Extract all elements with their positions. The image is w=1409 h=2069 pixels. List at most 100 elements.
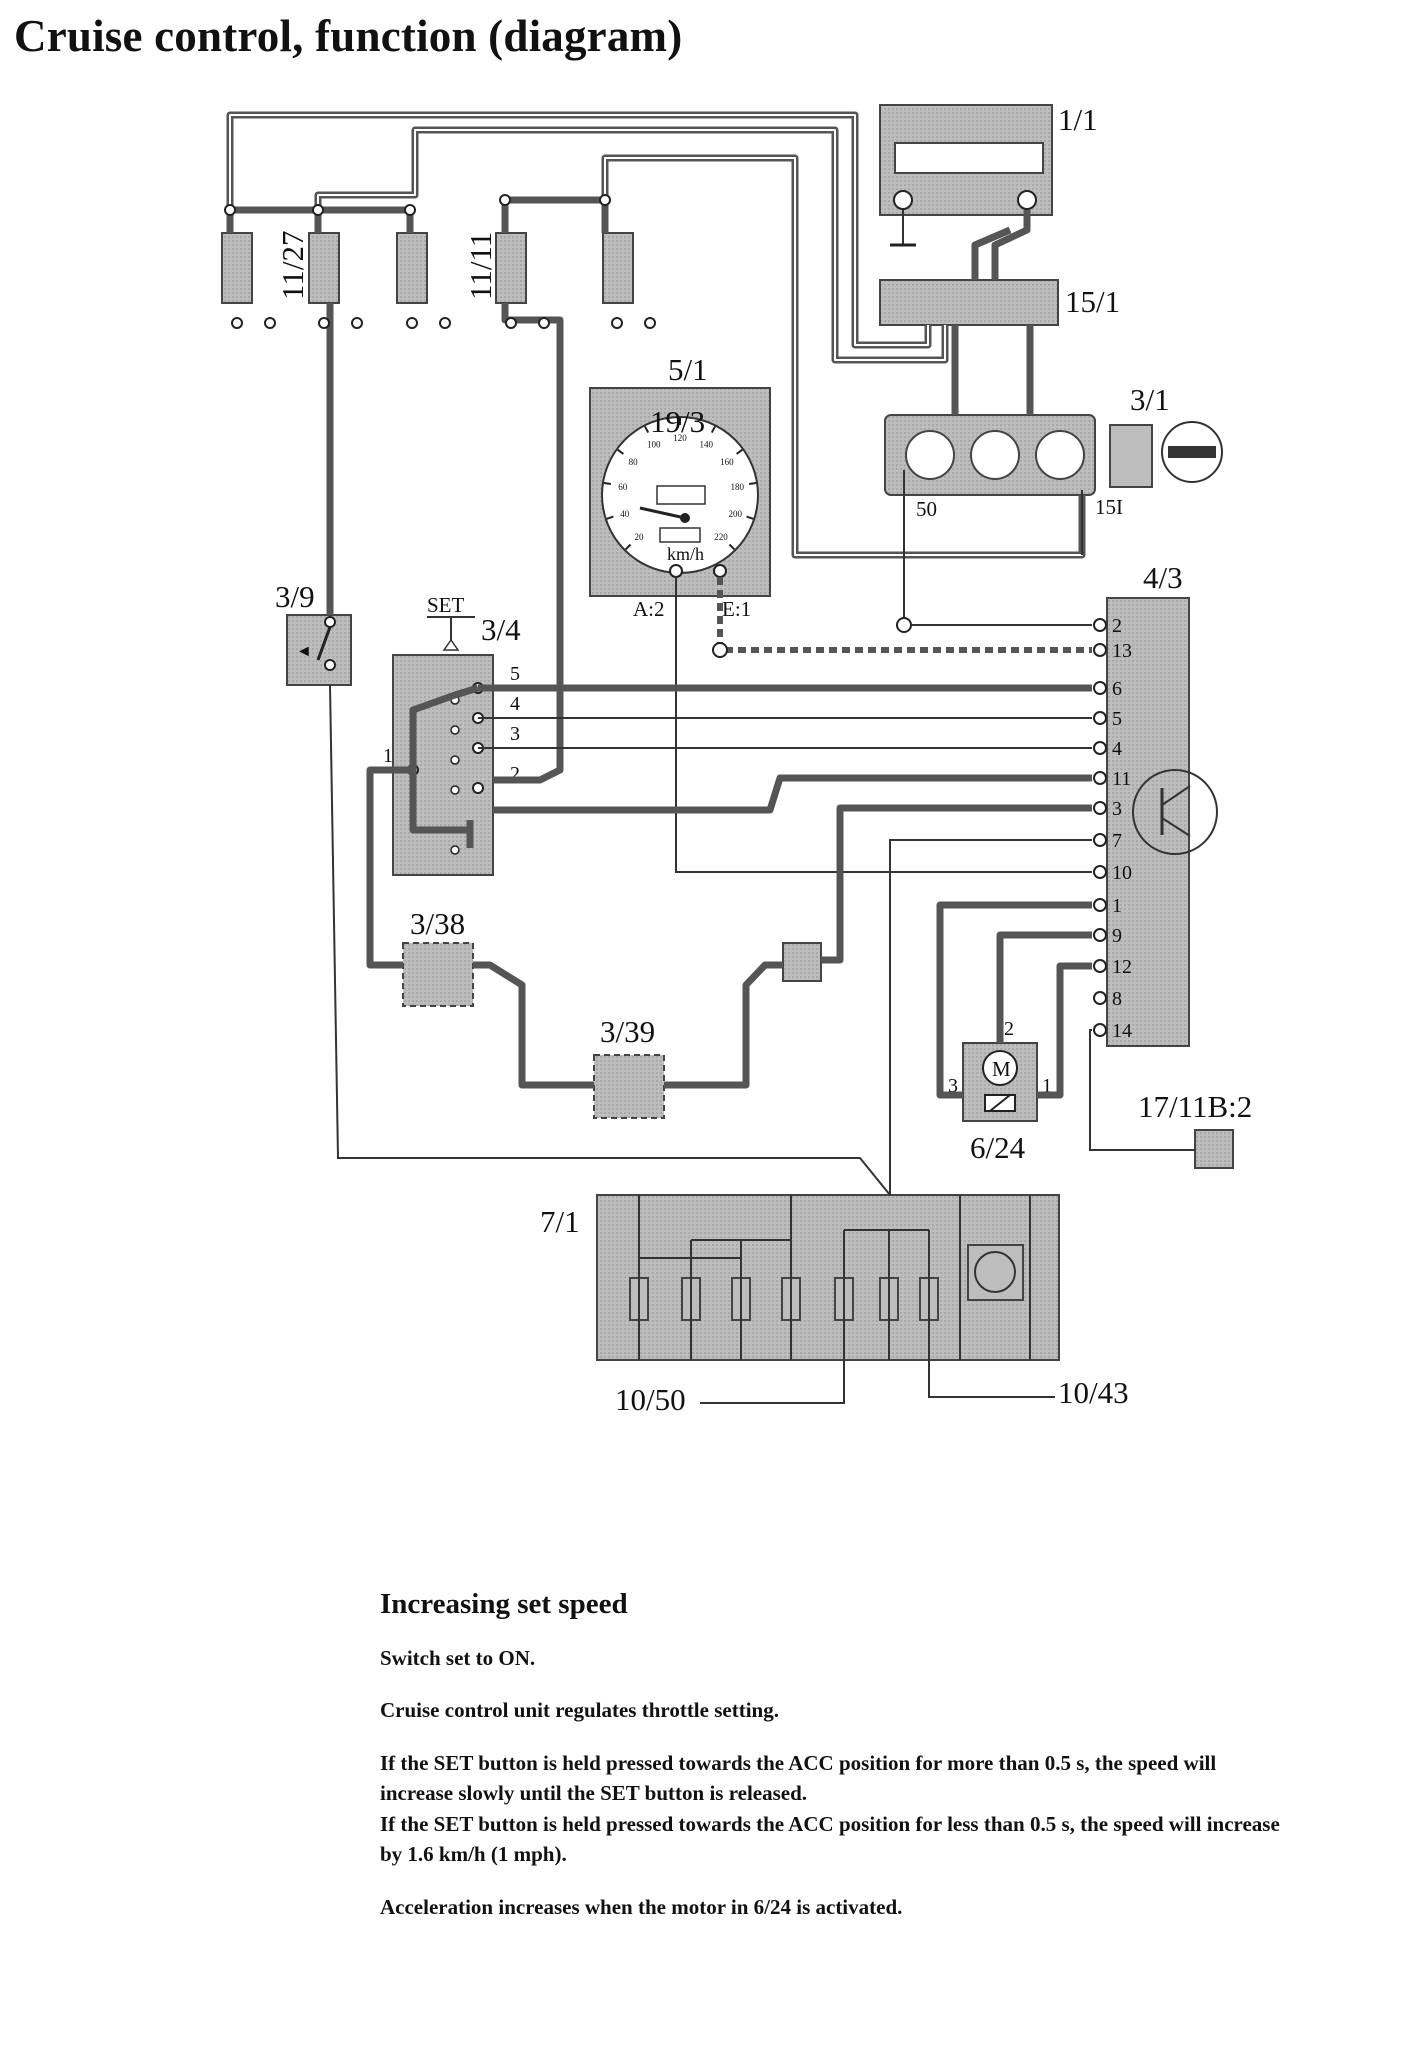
switch-pin-label: 3: [510, 723, 520, 745]
switch-pin-label: 2: [510, 763, 520, 785]
connector-e1-label: E:1: [722, 597, 751, 621]
ecu-pin-label: 5: [1112, 708, 1122, 730]
speedo-tick: [606, 515, 614, 520]
connector-17-11b: [1194, 1129, 1234, 1169]
speedo-tick: [624, 543, 632, 551]
switch-pin-label: 4: [510, 693, 520, 715]
ecu-pin-terminal: [1093, 681, 1107, 695]
speedo-tick: [603, 482, 612, 485]
label-19-3: 19/3: [650, 404, 705, 439]
description-p4: If the SET button is held pressed toward…: [380, 1811, 1280, 1867]
label-5-1: 5/1: [668, 352, 708, 387]
speedo-tick-label: 100: [647, 439, 661, 449]
label-10-43: 10/43: [1058, 1375, 1129, 1410]
battery-1-1: [879, 104, 1053, 247]
label-17-11b: 17/11B:2: [1138, 1089, 1252, 1124]
ecu-pin-terminal: [1093, 711, 1107, 725]
ecu-pin-terminal: [1093, 991, 1107, 1005]
speedo-tick-label: 140: [700, 439, 714, 449]
ecu-pin-terminal: [1093, 833, 1107, 847]
speedo-tick-label: 80: [629, 457, 639, 467]
ecu-pin-terminal: [1093, 771, 1107, 785]
junction-dots: [224, 194, 912, 658]
fuse-row: [221, 232, 634, 304]
control-unit-4-3: [1106, 597, 1218, 1047]
ecu-pin-terminal: [1093, 618, 1107, 632]
page-title: Cruise control, function (diagram): [14, 11, 683, 61]
label-3-39: 3/39: [600, 1014, 655, 1049]
speedo-tick-label: 180: [731, 482, 745, 492]
description-p3: If the SET button is held pressed toward…: [380, 1750, 1217, 1806]
ecu-pin-label: 11: [1112, 768, 1131, 790]
label-3-1: 3/1: [1130, 382, 1170, 417]
description-p1: Switch set to ON.: [380, 1646, 536, 1670]
label-11-27: 11/27: [275, 231, 310, 300]
fuse-box-15-1: [879, 279, 1059, 326]
ecu-pin-label: 9: [1112, 925, 1122, 947]
switch-pin-label: 5: [510, 663, 520, 685]
label-3-9: 3/9: [275, 579, 315, 614]
wiring-diagram: 1/1 15/1 3/1 50 15I 11/27 11/11 20406080…: [221, 102, 1252, 1417]
motor-pin-label: 3: [948, 1075, 958, 1097]
fuse-terminals: [231, 317, 656, 329]
label-11-11: 11/11: [463, 232, 498, 300]
speedo-tick-label: 200: [728, 509, 742, 519]
ecu-pin-label: 3: [1112, 798, 1122, 820]
motor-pin-label: 1: [1042, 1075, 1052, 1097]
unit-7-1: [596, 1194, 1060, 1361]
kmh-label: km/h: [667, 544, 704, 564]
speedo-tick-label: 40: [620, 509, 630, 519]
speedo-tick-label: 20: [635, 532, 645, 542]
label-15-1: 15/1: [1065, 284, 1120, 319]
label-10-50: 10/50: [615, 1382, 686, 1417]
switch-contact: [450, 785, 460, 795]
switch-contact: [450, 845, 460, 855]
ecu-pin-label: 6: [1112, 678, 1122, 700]
switch-contact: [450, 725, 460, 735]
motor-pins: 2 3 1: [948, 1018, 1052, 1097]
ecu-pin-label: 2: [1112, 615, 1122, 637]
ecu-pin-terminal: [1093, 928, 1107, 942]
label-7-1: 7/1: [540, 1204, 580, 1239]
terminal-50-label: 50: [916, 497, 937, 521]
brake-switch-3-9: ◄: [286, 614, 352, 686]
label-4-3: 4/3: [1143, 560, 1183, 595]
ecu-pin-terminal: [1093, 643, 1107, 657]
ecu-pin-label: 12: [1112, 956, 1132, 978]
label-3-4: 3/4: [481, 612, 521, 647]
speedo-tick-label: 120: [673, 433, 687, 443]
svg-text:◄: ◄: [296, 643, 312, 660]
speedo-tick: [617, 448, 624, 455]
motor-pin-label: 2: [1004, 1018, 1014, 1040]
speedo-tick-label: 60: [618, 482, 628, 492]
description-p2: Cruise control unit regulates throttle s…: [380, 1698, 779, 1723]
ecu-pin-terminal: [1093, 865, 1107, 879]
ecu-pin-terminal: [1093, 1023, 1107, 1037]
speedo-tick: [644, 425, 650, 434]
description-heading: Increasing set speed: [380, 1588, 628, 1620]
switch-pin-label: 1: [383, 745, 393, 767]
speedo-tick: [710, 425, 716, 434]
description-p5: Acceleration increases when the motor in…: [380, 1894, 903, 1919]
ecu-pin-terminal: [1093, 741, 1107, 755]
ignition-switch-3-1: [884, 414, 1223, 496]
speedo-tick-label: 220: [714, 532, 728, 542]
description-panel: Increasing set speed Switch set to ON. C…: [380, 1588, 1280, 1944]
ecu-pin-terminal: [1093, 898, 1107, 912]
ecu-pin-label: 8: [1112, 988, 1122, 1010]
label-3-38: 3/38: [410, 906, 465, 941]
ecu-pin-terminal: [1093, 959, 1107, 973]
ecu-pin-label: 1: [1112, 895, 1122, 917]
instrument-cluster-5-1: [589, 387, 771, 597]
switch-contact: [450, 755, 460, 765]
ecu-pin-label: 14: [1112, 1020, 1132, 1042]
label-1-1: 1/1: [1058, 102, 1098, 137]
speedo-tick: [736, 448, 743, 455]
terminal-15i-label: 15I: [1095, 495, 1123, 519]
ecu-pin-label: 7: [1112, 830, 1122, 852]
speedo-tick: [728, 543, 736, 551]
wiring: [226, 111, 1195, 1196]
switch-pin-terminal: [472, 782, 484, 794]
